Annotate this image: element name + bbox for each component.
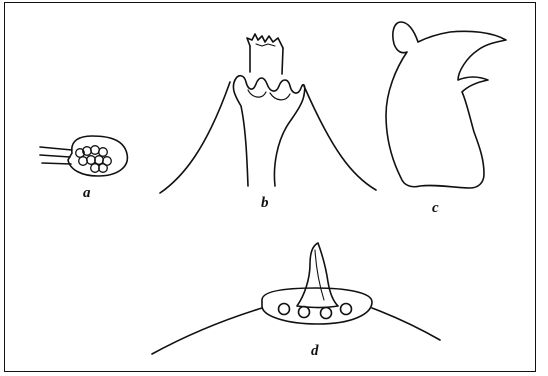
panel-b-tip-detail	[256, 44, 275, 46]
panel-label-a: a	[83, 186, 91, 201]
panel-b-inner-lobe	[248, 90, 266, 97]
panel-d-right-slope	[372, 308, 440, 340]
panel-label-b: b	[261, 196, 269, 211]
panel-a-drawing	[40, 136, 127, 176]
panel-b-inner-lobe-2	[270, 93, 290, 100]
panel-d-opening-3	[321, 308, 332, 319]
panel-d-drawing	[152, 243, 440, 354]
panel-b-right-slope	[304, 86, 376, 190]
panel-b-right-stalk	[274, 95, 304, 186]
panel-a-trail-1	[40, 147, 72, 150]
panel-a-bodies	[76, 146, 112, 173]
panel-label-c: c	[432, 201, 439, 216]
panel-b-drawing	[160, 34, 376, 193]
panel-b-lobed-rim	[235, 76, 305, 95]
panel-d-opening-4	[341, 304, 352, 315]
panel-c-drawing	[386, 22, 506, 188]
panel-b-ragged-tip	[247, 34, 283, 48]
panel-d-opening-1	[279, 304, 290, 315]
panel-d-left-slope	[152, 308, 262, 354]
panel-a-trail-2	[40, 155, 70, 157]
panel-a-trail-3	[42, 163, 71, 164]
panel-c-outline	[386, 22, 506, 188]
panel-b-left-slope	[160, 82, 230, 193]
panel-label-d: d	[311, 344, 319, 359]
panel-b-left-stalk	[233, 80, 248, 186]
panel-d-opening-2	[299, 307, 310, 318]
panel-b-neck-right	[282, 48, 283, 74]
